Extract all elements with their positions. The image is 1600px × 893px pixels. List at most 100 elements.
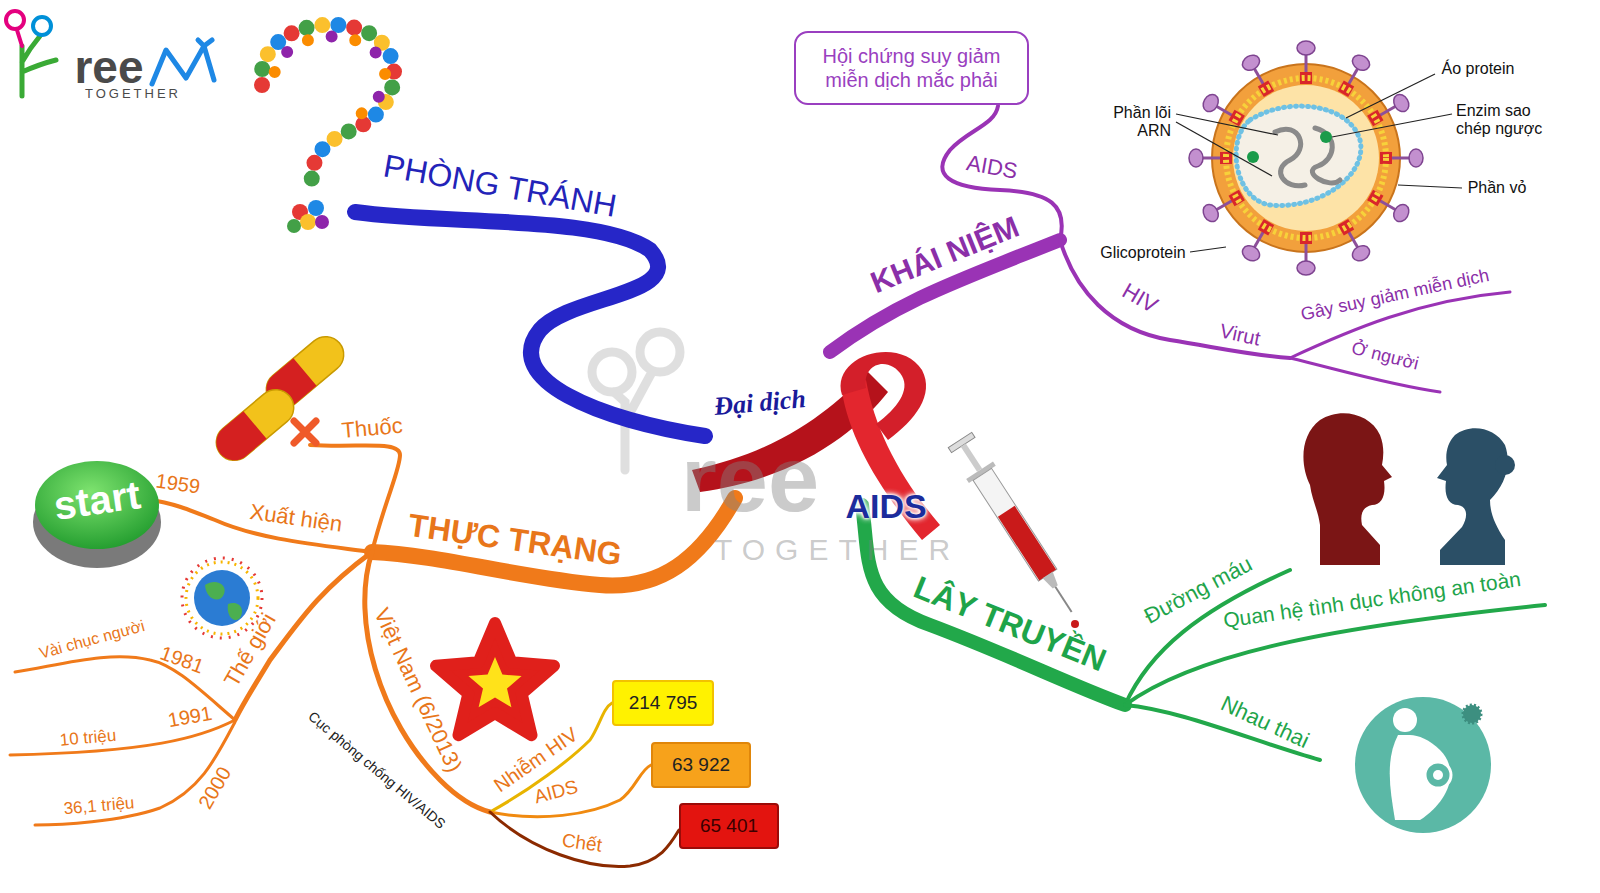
syringe-icon	[1055, 587, 1071, 612]
pawn-question-mark	[261, 25, 394, 188]
sub-branch-label: Quan hệ tình dục không an toàn	[1222, 567, 1523, 633]
box-text: 214 795	[629, 692, 698, 715]
couple-silhouettes	[1303, 413, 1515, 565]
syringe-icon	[998, 506, 1056, 581]
branch-lines	[35, 722, 235, 825]
leader-lines	[1176, 114, 1278, 135]
vietnam-star	[436, 623, 554, 735]
blood-drop	[1071, 620, 1079, 628]
box-text: 63 922	[672, 754, 730, 777]
part-name: Áo protein	[1442, 60, 1515, 78]
red-ribbon	[842, 380, 940, 540]
stat-box: 63 922	[651, 742, 751, 788]
vietnam-star	[436, 623, 554, 735]
hiv-virus-illustration	[1236, 106, 1361, 205]
leader-lines	[1176, 74, 1462, 252]
branch-lines	[490, 812, 679, 867]
pawn-question-mark	[274, 37, 386, 120]
pawn-question-mark	[261, 25, 394, 188]
globe-icon	[194, 570, 250, 626]
pawn-question-mark	[261, 25, 394, 188]
watermark: ree	[681, 427, 819, 533]
year-label: 1991	[166, 702, 214, 732]
leader-lines	[1176, 122, 1272, 176]
branch-lines	[150, 500, 372, 552]
pills-icon	[209, 411, 267, 468]
hiv-virus-illustration	[1320, 131, 1332, 143]
vietnam-star	[468, 657, 521, 707]
hiv-virus-illustration	[1275, 129, 1305, 186]
box-text: Hội chứng suy giảm miễn dịch mắc phải	[808, 44, 1015, 92]
start-button	[33, 461, 161, 568]
logo-mark	[22, 36, 56, 96]
leaf-label: 10 triệu	[59, 726, 117, 750]
pregnancy-icon	[1425, 762, 1451, 788]
center-title: Đại dịch	[713, 384, 807, 422]
stat-box: 214 795	[612, 680, 714, 726]
start-button	[35, 461, 159, 549]
part-name: Phần lõi ARN	[1099, 104, 1171, 141]
pregnancy-icon	[1393, 708, 1417, 732]
sub-branch-label: HIV	[1118, 278, 1162, 318]
syringe-icon	[1043, 572, 1061, 590]
leader-lines	[1398, 185, 1462, 188]
pawn-question-dot	[287, 200, 329, 233]
hiv-virus-illustration	[1189, 149, 1232, 167]
pawn-question-mark	[274, 37, 386, 120]
hiv-virus-illustration	[1247, 151, 1259, 163]
pills-icon	[209, 329, 351, 467]
branch-lines	[310, 445, 400, 552]
couple-silhouettes	[1495, 455, 1515, 475]
couple-silhouettes	[1303, 413, 1392, 565]
logo-mark	[6, 11, 24, 29]
pregnancy-icon	[1355, 697, 1491, 833]
hiv-virus-illustration	[1297, 41, 1315, 84]
hiv-virus-illustration	[1233, 85, 1379, 231]
syringe-icon	[961, 443, 982, 471]
definition-box: Hội chứng suy giảm miễn dịch mắc phải	[794, 31, 1029, 105]
branch-lines	[1125, 605, 1545, 705]
leaf-label: Chết	[561, 829, 604, 856]
pregnancy-icon	[1433, 770, 1443, 780]
hiv-virus-illustration	[1226, 78, 1386, 238]
box-text: 65 401	[700, 815, 758, 838]
pregnancy-icon	[1355, 697, 1491, 833]
logo-mark	[6, 11, 214, 96]
hiv-virus-illustration	[1200, 187, 1246, 224]
pawn-question-mark	[261, 25, 394, 188]
syringe-icon	[973, 468, 1057, 581]
part-name: Phần vỏ	[1468, 179, 1527, 197]
part-name: Enzim sao chép ngược	[1456, 102, 1564, 139]
year-label: 1981	[157, 642, 207, 679]
sub-branch-label: AIDS	[965, 150, 1020, 184]
hiv-virus-illustration	[1335, 218, 1372, 264]
pills-icon	[209, 382, 301, 467]
leader-lines	[1332, 114, 1452, 137]
pawn-question-dot	[287, 219, 301, 233]
pawn-question-dot	[308, 200, 324, 216]
red-ribbon	[841, 352, 926, 440]
stat-box: 65 401	[679, 803, 779, 849]
pawn-question-mark	[261, 25, 394, 188]
sub-branch-label: Xuất hiện	[248, 499, 344, 537]
globe-icon	[186, 562, 258, 634]
sub-branch-label: Virut	[1218, 320, 1263, 351]
logo-mark	[152, 40, 214, 84]
leader-lines	[1190, 247, 1226, 252]
leaf-label: Ở người	[1349, 338, 1420, 375]
globe-icon	[205, 582, 242, 620]
year-label: 1959	[154, 470, 201, 499]
logo-text: ree	[74, 41, 143, 94]
couple-silhouettes	[1437, 428, 1508, 565]
watermark-figure	[592, 352, 632, 392]
part-name: Glicoprotein	[1100, 244, 1185, 262]
leaf-label: 36,1 triệu	[63, 793, 135, 819]
pills-icon	[294, 421, 316, 443]
pawn-question-dot	[315, 215, 329, 229]
watermark-figure	[640, 332, 680, 372]
watermark: TOGETHER	[714, 533, 960, 568]
center-title: AIDS	[845, 487, 926, 526]
pills-icon	[209, 382, 301, 467]
year-label: 2000	[194, 763, 236, 813]
hiv-virus-illustration	[1176, 41, 1462, 275]
